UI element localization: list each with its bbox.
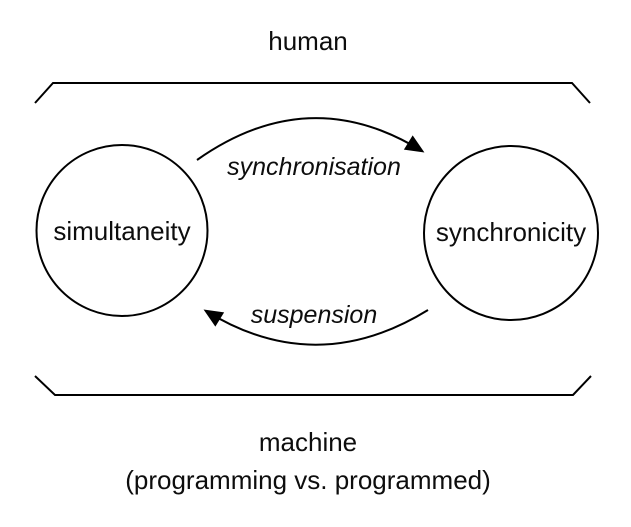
machine-bracket — [34, 375, 592, 396]
synchronicity-node — [423, 145, 599, 321]
simultaneity-label: simultaneity — [53, 216, 190, 246]
human-label: human — [268, 26, 348, 56]
synchronisation-label: synchronisation — [227, 153, 401, 181]
machine-sublabel: (programming vs. programmed) — [125, 465, 491, 495]
synchronisation-arrow — [196, 117, 425, 161]
human-bracket — [34, 82, 591, 104]
suspension-arrow — [203, 309, 429, 346]
synchronicity-label: synchronicity — [436, 217, 586, 247]
suspension-label: suspension — [251, 301, 377, 329]
machine-label: machine — [259, 427, 357, 457]
simultaneity-node — [35, 144, 209, 317]
